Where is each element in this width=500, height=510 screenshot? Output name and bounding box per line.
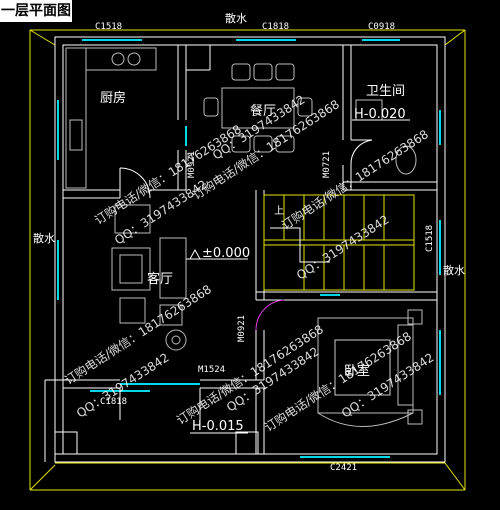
code-door-bedroom: M0921 [237,315,247,342]
elev-living: ±0.000 [202,246,250,261]
watermarks: 订购电话/微信：18176263868 QQ：3197433842 订购电话/微… [61,92,436,434]
code-door-kitchen: M0921 [187,151,197,178]
elev-bathroom: H-0.020 [354,107,406,122]
label-living: 客厅 [147,271,173,287]
label-kitchen: 厨房 [100,90,126,106]
apron-outline [29,29,466,491]
code-door-main: M1524 [198,365,225,375]
elev-porch: H-0.015 [192,419,244,434]
code-window-top-left: C1518 [95,22,122,32]
code-door-bath: M0721 [322,151,332,178]
furniture [65,47,423,427]
watermark-phone-3: 订购电话/微信：18176263868 [278,126,430,232]
elev-living-marker [189,248,201,260]
label-bathroom: 卫生间 [366,84,405,99]
code-window-bottom: C2421 [330,463,357,473]
label-apron-left: 散水 [33,231,55,245]
label-stair-up: 上 [274,205,284,217]
interior-walls [54,45,437,455]
code-window-porch: C1818 [100,397,127,407]
stairs [263,194,415,291]
code-window-top-right: C0918 [368,22,395,32]
code-window-right: C1518 [425,225,435,252]
label-apron-right: 散水 [443,263,465,277]
label-dining: 餐厅 [250,103,276,119]
doors [119,139,373,420]
drawing-title: 一层平面图 [0,0,72,22]
code-window-top-mid: C1818 [262,22,289,32]
label-apron-top: 散水 [225,11,247,25]
label-bedroom: 卧室 [344,363,370,379]
watermark-qq-3: QQ：3197433842 [294,212,392,282]
